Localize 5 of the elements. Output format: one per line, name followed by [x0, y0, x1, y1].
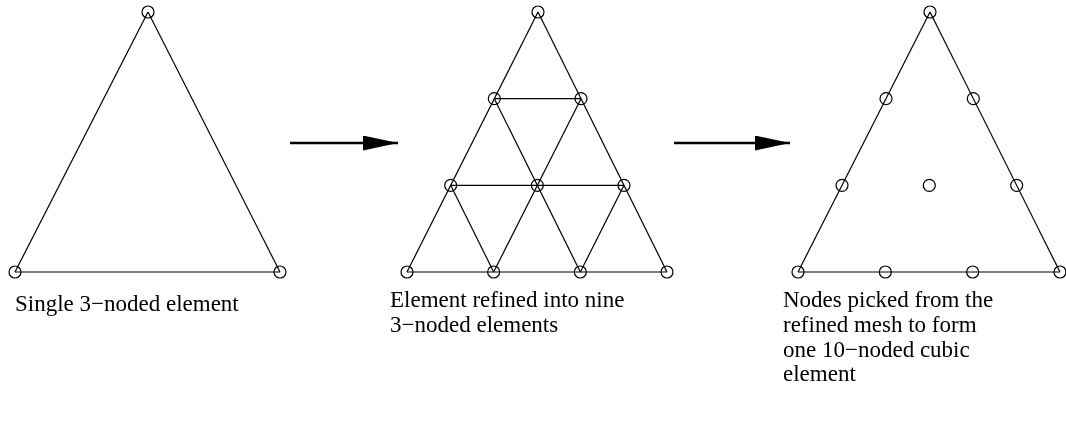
arrow — [290, 135, 398, 151]
node-label: Element refined into nine 3−noded elements — [390, 288, 626, 338]
arrow — [674, 135, 790, 151]
node-label: Single 3−noded element — [15, 292, 240, 317]
node-label: Nodes picked from the refined mesh to form one 10−noded cubic element — [783, 288, 995, 388]
